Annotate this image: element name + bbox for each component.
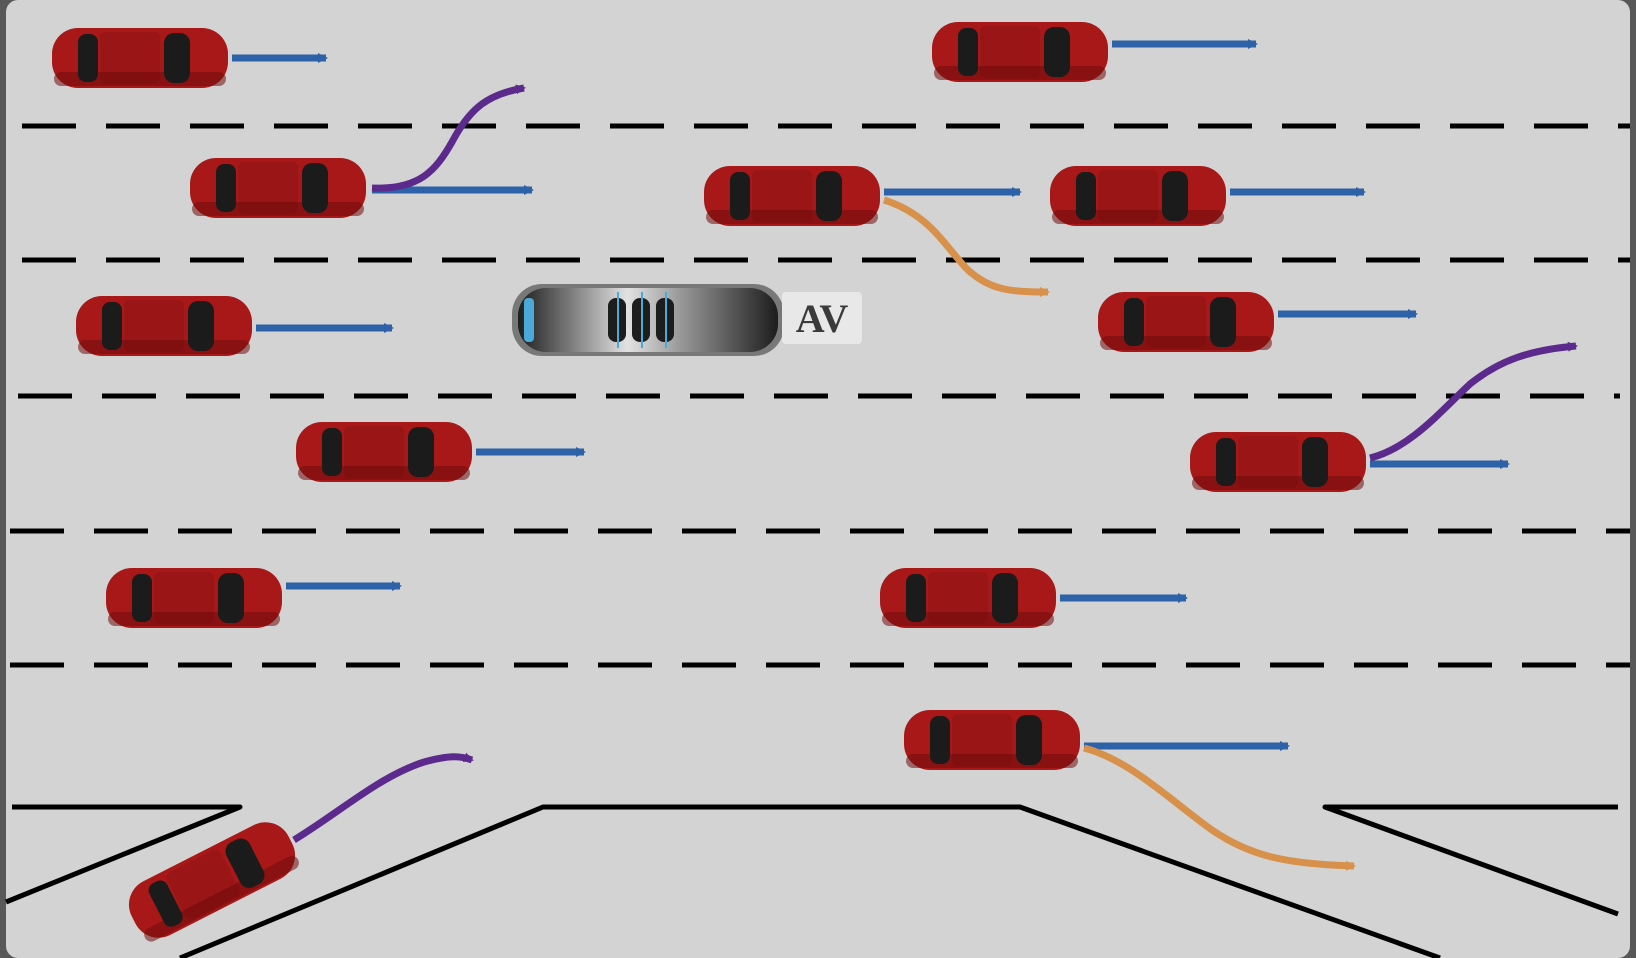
- autonomous-vehicle: [512, 284, 784, 356]
- straight-arrows: [232, 39, 1510, 751]
- ramp-boundaries: [5, 804, 1619, 958]
- arrow-v4-lane-change-right: [882, 196, 1050, 297]
- lane-change-left-arrows: [292, 84, 1578, 843]
- mainline-edge: [179, 804, 1441, 958]
- av-label: AV: [796, 296, 849, 341]
- vehicle-v4: [704, 166, 880, 226]
- lane-dividers: [10, 123, 1630, 668]
- arrow-v9-lane-change-left: [1369, 341, 1578, 462]
- vehicle-v1: [52, 28, 228, 88]
- vehicle-v12: [904, 710, 1080, 770]
- road-surface: [6, 0, 1630, 958]
- off-ramp-edge: [1322, 804, 1619, 917]
- on-ramp-outer-edge: [5, 804, 243, 905]
- vehicle-v2: [932, 22, 1108, 82]
- vehicle-v7: [1098, 292, 1274, 352]
- vehicle-v9: [1190, 432, 1366, 492]
- vehicle-v8: [296, 422, 472, 482]
- vehicle-v5: [1050, 166, 1226, 226]
- vehicle-v6: [76, 296, 252, 356]
- vehicle-v3: [190, 158, 366, 218]
- arrow-v3-lane-change-left: [371, 84, 526, 192]
- av-label-box: [782, 292, 862, 344]
- arrow-v13-merge: [292, 752, 474, 843]
- vehicle-v11: [880, 568, 1056, 628]
- vehicle-v10: [106, 568, 282, 628]
- arrow-v12-exit: [1083, 744, 1356, 871]
- lane-change-right-arrows: [882, 196, 1356, 871]
